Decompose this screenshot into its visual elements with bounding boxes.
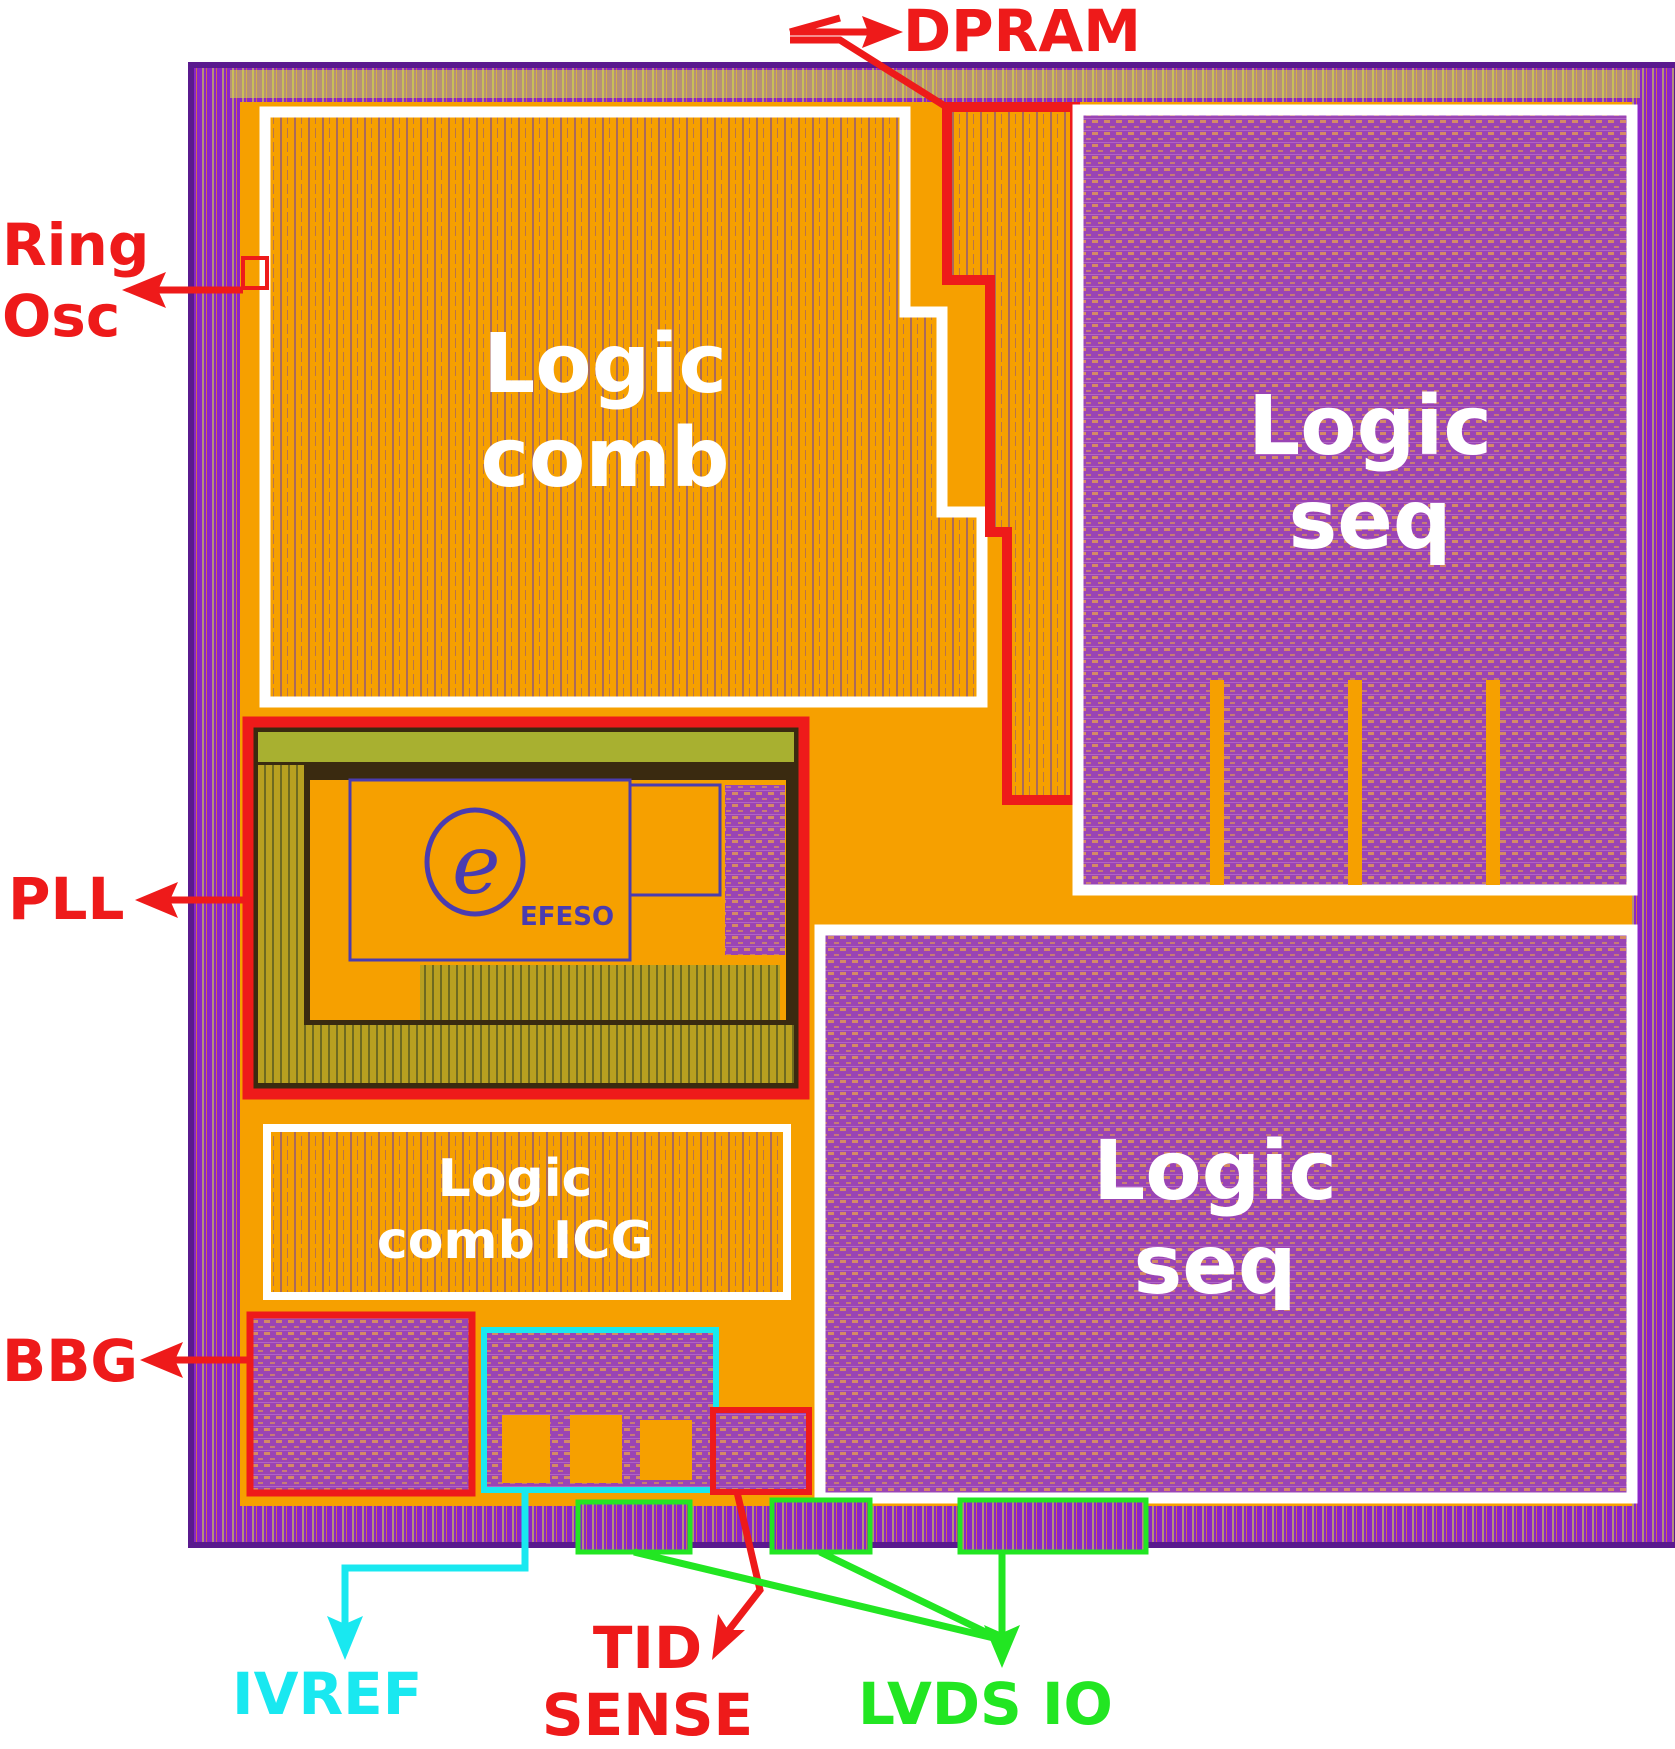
- lvds-io-label: LVDS IO: [858, 1670, 1113, 1738]
- lvds-arrowhead: [984, 1625, 1020, 1668]
- bbg-label: BBG: [2, 1327, 139, 1395]
- lvds-io-box-1: [575, 1499, 693, 1555]
- ivref-arrow-line: [341, 1490, 529, 1630]
- tid-arrow-line: [722, 1491, 764, 1638]
- ring-osc-arrowhead: [122, 272, 166, 308]
- logic-comb-icg-line1: Logic: [437, 1149, 593, 1209]
- logic-comb-block: [259, 106, 988, 708]
- tid-sense-line2: SENSE: [541, 1680, 754, 1749]
- logic-seq-bottom-line2: seq: [1133, 1218, 1297, 1314]
- seq-top-strap-3: [1486, 680, 1500, 885]
- logic-comb-label: Logic comb: [445, 317, 765, 507]
- seq-top-strap-2: [1348, 680, 1362, 885]
- ivref-arrowhead: [327, 1616, 363, 1660]
- pll-bottom-band: [258, 1025, 794, 1083]
- ring-osc-marker: [241, 256, 269, 290]
- ivref-sub-3: [640, 1420, 692, 1480]
- dpram-label: DPRAM: [903, 0, 1141, 65]
- io-ring-top-band: [230, 70, 1640, 98]
- logic-comb-line2: comb: [480, 411, 730, 507]
- dpram-arrowhead: [862, 16, 903, 48]
- lvds-io-box-2: [769, 1497, 873, 1555]
- lvds-io-box-3: [957, 1497, 1149, 1555]
- logic-comb-icg-line2: comb ICG: [376, 1211, 654, 1272]
- ivref-sub-1: [502, 1415, 550, 1483]
- pll-arrowhead: [135, 882, 178, 918]
- ivref-label: IVREF: [232, 1660, 423, 1728]
- lvds-arrow-line-1: [633, 1548, 1003, 1644]
- bbg-arrowhead: [140, 1342, 183, 1378]
- pll-label: PLL: [8, 865, 125, 933]
- logic-seq-top-label: Logic seq: [1210, 379, 1530, 569]
- logic-comb-icg-block: [263, 1124, 791, 1300]
- dpram-arrow-line-3: [789, 14, 841, 36]
- pll-sub-2: [628, 783, 722, 897]
- logic-seq-bottom-block: [814, 924, 1638, 1504]
- lvds-arrow-line-2: [818, 1548, 1004, 1644]
- seq-top-strap-1: [1210, 680, 1224, 885]
- efeso-logo-text: EFESO: [520, 902, 614, 932]
- tid-arrowhead: [712, 1614, 745, 1660]
- pll-sub-4: [420, 965, 780, 1020]
- logic-seq-bottom-line1: Logic: [1093, 1124, 1337, 1219]
- ivref-sub-2: [570, 1415, 622, 1483]
- logic-seq-top-line1: Logic: [1248, 379, 1492, 474]
- logic-seq-bottom-label: Logic seq: [1055, 1124, 1375, 1314]
- ring-osc-line1: Ring: [2, 211, 150, 279]
- tid-sense-block: [710, 1407, 812, 1495]
- efeso-logo-ring: [424, 807, 526, 917]
- tid-sense-line1: TID: [592, 1614, 703, 1682]
- pll-sub-3: [725, 785, 785, 955]
- logic-seq-top-line2: seq: [1288, 473, 1452, 569]
- tid-sense-label: TID SENSE: [530, 1615, 765, 1748]
- efeso-logo-glyph: e: [452, 818, 501, 913]
- logic-comb-line1: Logic: [483, 317, 727, 412]
- bbg-block: [246, 1311, 476, 1497]
- pll-top-band: [258, 732, 794, 762]
- ring-osc-line2: Osc: [2, 281, 121, 350]
- logic-comb-icg-label: Logic comb ICG: [325, 1148, 705, 1273]
- ring-osc-label: Ring Osc: [2, 210, 149, 352]
- dpram-arrow-line: [790, 36, 950, 111]
